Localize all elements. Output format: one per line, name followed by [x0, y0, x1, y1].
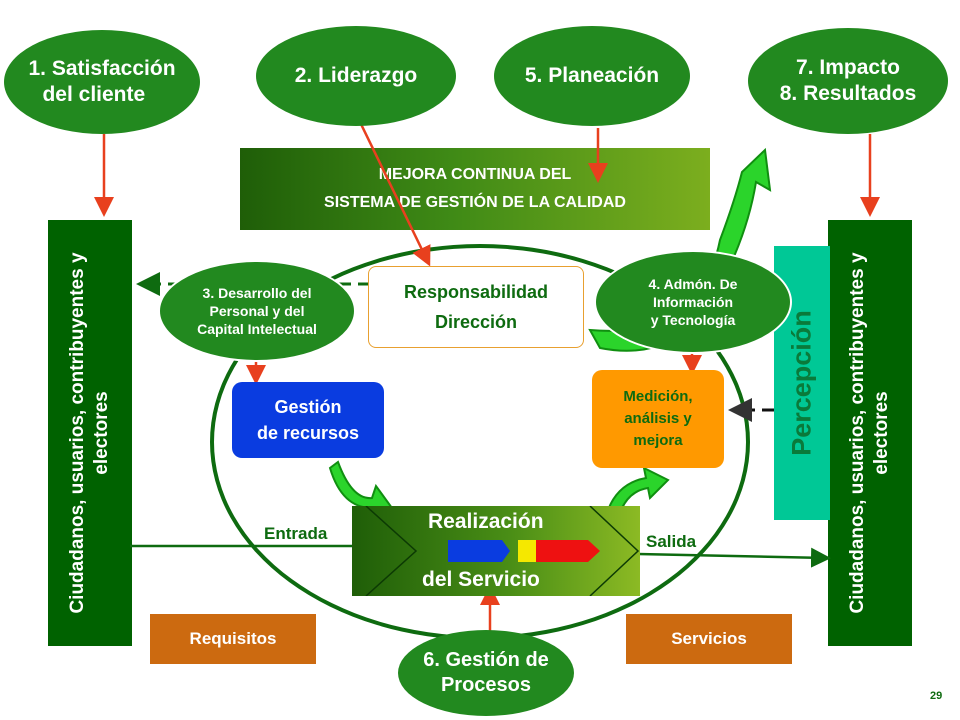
left-stakeholders-bar: Ciudadanos, usuarios, contribuyentes y e… [48, 220, 132, 646]
procesos-line1: 6. Gestión de [423, 649, 549, 671]
impacto-line1: 7. Impacto [796, 56, 900, 79]
informacion-line1: 4. Admón. De [648, 276, 738, 292]
requisitos-label: Requisitos [189, 629, 277, 648]
process-arrow-red [536, 540, 600, 562]
medicion-line2: análisis y [624, 410, 692, 427]
page-number: 29 [930, 690, 943, 702]
desarrollo-line1: 3. Desarrollo del [202, 285, 312, 301]
medicion-analisis-box: Medición, análisis y mejora [592, 370, 724, 468]
salida-label: Salida [646, 532, 697, 551]
oval-informacion-tecnologia: 4. Admón. De Información y Tecnología [594, 250, 792, 354]
salida-arrow [637, 547, 831, 568]
process-arrow-blue [448, 540, 510, 562]
servicios-label: Servicios [671, 629, 747, 648]
mejora-continua-banner: MEJORA CONTINUA DEL SISTEMA DE GESTIÓN D… [240, 148, 710, 230]
informacion-line2: Información [652, 294, 734, 310]
satisfaccion-line2: del cliente [42, 83, 146, 106]
desarrollo-line2: Personal y del [209, 303, 305, 319]
responsabilidad-label: Responsabilidad [403, 282, 549, 302]
oval-gestion-procesos: 6. Gestión de Procesos [398, 630, 574, 716]
direccion-label: Dirección [434, 312, 518, 332]
satisfaccion-line1: 1. Satisfacción [28, 57, 176, 80]
arrow-liderazgo-diagonal [358, 121, 431, 267]
realizacion-subtitle: del Servicio [422, 568, 540, 591]
desarrollo-line3: Capital Intelectual [197, 321, 317, 337]
mejora-line2: SISTEMA DE GESTIÓN DE LA CALIDAD [324, 194, 626, 211]
realizacion-chevron [365, 506, 640, 596]
liderazgo-label: 2. Liderazgo [294, 64, 418, 87]
gestion-recursos-box: Gestión de recursos [232, 382, 384, 458]
oval-liderazgo: 2. Liderazgo [256, 26, 456, 126]
recursos-label: de recursos [256, 423, 360, 443]
informacion-line3: y Tecnología [650, 312, 736, 328]
oval-impacto: 7. Impacto 8. Resultados [748, 28, 948, 134]
gestion-label: Gestión [274, 397, 342, 417]
right-stakeholders-bar: Ciudadanos, usuarios, contribuyentes y e… [828, 220, 912, 646]
entrada-label: Entrada [264, 524, 328, 543]
medicion-line1: Medición, [623, 388, 693, 405]
medicion-line3: mejora [633, 432, 683, 449]
requisitos-box: Requisitos [150, 614, 316, 664]
oval-desarrollo-personal: 3. Desarrollo del Personal y del Capital… [158, 260, 356, 362]
servicios-box: Servicios [626, 614, 792, 664]
resultados-line2: 8. Resultados [779, 82, 917, 105]
oval-planeacion: 5. Planeación [494, 26, 690, 126]
oval-satisfaccion: 1. Satisfacción del cliente [4, 30, 200, 134]
responsabilidad-direccion-box: Responsabilidad Dirección [368, 266, 584, 348]
realizacion-servicio-box: Realización del Servicio [352, 506, 640, 596]
planeacion-label: 5. Planeación [524, 64, 660, 87]
mejora-line1: MEJORA CONTINUA DEL [378, 166, 572, 183]
procesos-line2: Procesos [440, 674, 532, 696]
realizacion-title: Realización [428, 510, 544, 533]
